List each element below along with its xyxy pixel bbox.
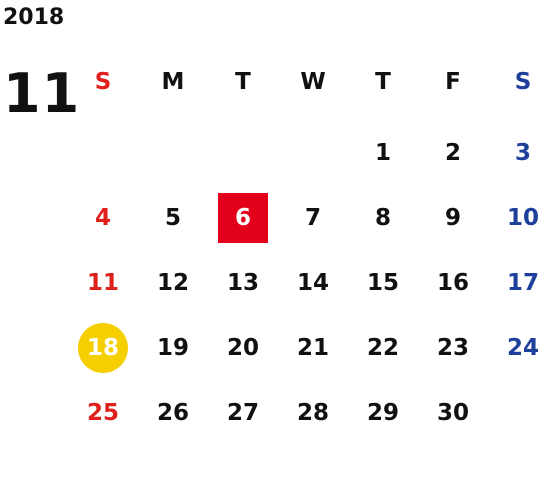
- empty-day-cell: [208, 120, 278, 185]
- day-number: 23: [436, 334, 469, 361]
- day-cell-11[interactable]: 11: [68, 250, 138, 315]
- day-cell-28[interactable]: 28: [278, 380, 348, 445]
- weekday-saturday: S: [514, 69, 532, 95]
- day-number: 3: [514, 139, 531, 166]
- day-cell-13[interactable]: 13: [208, 250, 278, 315]
- day-number: 17: [506, 269, 539, 296]
- month-number: 11: [3, 62, 81, 125]
- day-cell-27[interactable]: 27: [208, 380, 278, 445]
- day-number: 30: [436, 399, 469, 426]
- day-cell-17[interactable]: 17: [488, 250, 548, 315]
- day-cell-3[interactable]: 3: [488, 120, 548, 185]
- day-number: 20: [226, 334, 259, 361]
- weekday-monday: M: [161, 69, 185, 95]
- day-cell-10[interactable]: 10: [488, 185, 548, 250]
- day-cell-16[interactable]: 16: [418, 250, 488, 315]
- day-cell-2[interactable]: 2: [418, 120, 488, 185]
- day-cell-25[interactable]: 25: [68, 380, 138, 445]
- weekday-friday: F: [445, 69, 461, 95]
- empty-day-cell: [68, 120, 138, 185]
- day-number: 18: [86, 334, 119, 361]
- day-number: 14: [296, 269, 329, 296]
- day-number: 26: [156, 399, 189, 426]
- empty-day-cell: [278, 120, 348, 185]
- day-number: 29: [366, 399, 399, 426]
- day-number: 21: [296, 334, 329, 361]
- day-number: 27: [226, 399, 259, 426]
- day-cell-6[interactable]: 6: [208, 185, 278, 250]
- day-cell-9[interactable]: 9: [418, 185, 488, 250]
- day-cell-12[interactable]: 12: [138, 250, 208, 315]
- day-number: 9: [444, 204, 461, 231]
- day-number: 16: [436, 269, 469, 296]
- day-number: 1: [374, 139, 391, 166]
- day-cell-4[interactable]: 4: [68, 185, 138, 250]
- weekday-tuesday: T: [235, 69, 251, 95]
- day-cell-1[interactable]: 1: [348, 120, 418, 185]
- day-cell-24[interactable]: 24: [488, 315, 548, 380]
- weekday-thursday: T: [375, 69, 391, 95]
- day-cell-29[interactable]: 29: [348, 380, 418, 445]
- day-number: 11: [86, 269, 119, 296]
- day-number: 22: [366, 334, 399, 361]
- weekday-wednesday: W: [300, 69, 326, 95]
- day-cell-19[interactable]: 19: [138, 315, 208, 380]
- day-cell-30[interactable]: 30: [418, 380, 488, 445]
- year-label: 2018: [3, 5, 65, 30]
- day-cell-14[interactable]: 14: [278, 250, 348, 315]
- day-number: 28: [296, 399, 329, 426]
- empty-day-cell: [138, 120, 208, 185]
- day-cell-18[interactable]: 18: [68, 315, 138, 380]
- weekday-header-row: S M T W T F S: [68, 62, 548, 102]
- day-cell-22[interactable]: 22: [348, 315, 418, 380]
- day-number: 19: [156, 334, 189, 361]
- weekday-sunday: S: [94, 69, 112, 95]
- day-number: 13: [226, 269, 259, 296]
- day-number: 8: [374, 204, 391, 231]
- day-cell-15[interactable]: 15: [348, 250, 418, 315]
- day-cell-23[interactable]: 23: [418, 315, 488, 380]
- day-number: 7: [304, 204, 321, 231]
- day-cell-5[interactable]: 5: [138, 185, 208, 250]
- day-cell-20[interactable]: 20: [208, 315, 278, 380]
- day-cell-7[interactable]: 7: [278, 185, 348, 250]
- day-cell-8[interactable]: 8: [348, 185, 418, 250]
- day-number: 15: [366, 269, 399, 296]
- day-cell-21[interactable]: 21: [278, 315, 348, 380]
- day-number: 25: [86, 399, 119, 426]
- day-number: 12: [156, 269, 189, 296]
- day-number: 5: [164, 204, 181, 231]
- day-number: 6: [234, 204, 251, 231]
- day-cell-26[interactable]: 26: [138, 380, 208, 445]
- day-number: 2: [444, 139, 461, 166]
- day-number: 4: [94, 204, 111, 231]
- day-number: 24: [506, 334, 539, 361]
- day-number: 10: [506, 204, 539, 231]
